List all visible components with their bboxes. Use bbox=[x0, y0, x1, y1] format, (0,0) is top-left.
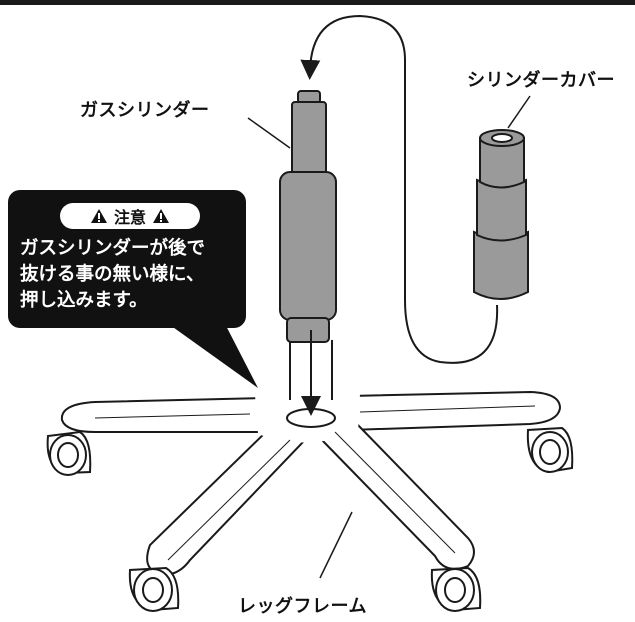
caster-right bbox=[526, 426, 574, 474]
cylinder-cover bbox=[473, 129, 529, 300]
cover-upper bbox=[479, 137, 525, 189]
caution-line: ガスシリンダーが後で bbox=[20, 238, 206, 259]
caster-front-right bbox=[430, 566, 482, 612]
cylinder-body bbox=[279, 171, 337, 321]
caster-left bbox=[46, 430, 92, 476]
cover-middle bbox=[476, 178, 527, 242]
caution-header: 注意 bbox=[60, 203, 200, 229]
leg-arm-front-left bbox=[146, 426, 307, 577]
loop-path-arrow bbox=[300, 14, 499, 364]
casters bbox=[46, 426, 574, 612]
leg-frame-label: レッグフレーム bbox=[238, 596, 367, 617]
leader-cylinder-cover bbox=[507, 95, 531, 129]
gas-cylinder-label: ガスシリンダー bbox=[80, 100, 210, 121]
callout-tail bbox=[170, 318, 258, 388]
leader-gas-cylinder bbox=[247, 117, 291, 149]
leader-leg-frame bbox=[319, 511, 353, 579]
cylinder-rod bbox=[291, 101, 327, 177]
top-border bbox=[0, 0, 635, 5]
caution-title: 注意 bbox=[113, 208, 146, 227]
insertion-guide bbox=[289, 340, 333, 400]
hub-hole bbox=[286, 408, 336, 428]
cylinder-bottom bbox=[286, 317, 330, 343]
cover-lower bbox=[473, 230, 529, 300]
caution-line: 抜ける事の無い様に、 bbox=[20, 264, 205, 285]
leader-lines bbox=[247, 95, 531, 579]
caster-front-left bbox=[128, 566, 180, 612]
leg-arm-right bbox=[349, 390, 562, 432]
warning-triangle-icon bbox=[153, 209, 169, 223]
cover-top-hole bbox=[491, 133, 513, 143]
caution-line: 押し込みます。 bbox=[20, 290, 148, 311]
warning-triangle-icon bbox=[90, 209, 107, 223]
leg-frame bbox=[60, 386, 562, 577]
cylinder-cover-label: シリンダーカバー bbox=[467, 70, 615, 91]
leg-arm-left bbox=[60, 396, 267, 433]
leg-arm-front-right bbox=[318, 420, 475, 570]
caution-message: ガスシリンダーが後で 抜ける事の無い様に、 押し込みます。 bbox=[20, 236, 245, 314]
gas-cylinder bbox=[279, 90, 337, 343]
